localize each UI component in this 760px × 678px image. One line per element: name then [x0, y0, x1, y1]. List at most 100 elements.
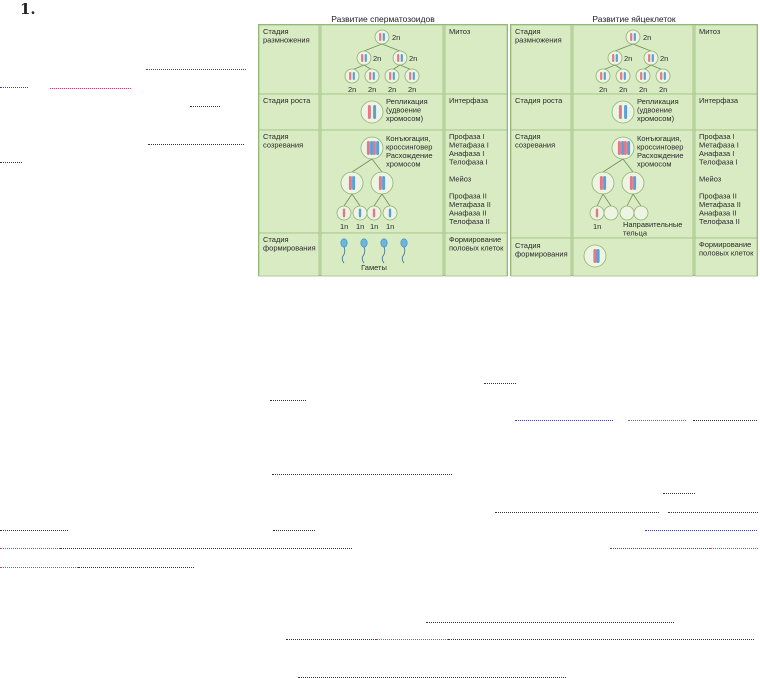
egg-mitosis-cell	[595, 68, 611, 84]
sperm-sperm-head	[360, 238, 368, 248]
egg-ploidy-label: 2n	[619, 85, 627, 94]
egg-egg-chrom	[593, 249, 597, 263]
underline-mark	[495, 510, 659, 513]
underline-mark	[190, 104, 220, 107]
egg-process-cell	[694, 129, 758, 239]
egg-meiosis2-chrom-red	[599, 176, 603, 190]
egg-stage-name: Стадия	[515, 27, 541, 36]
sperm-mitosis-chrom-blue	[352, 72, 355, 80]
sperm-stage-process: Метафаза I	[449, 141, 489, 150]
egg-mitosis-chrom-red	[600, 72, 603, 80]
underline-mark	[0, 528, 68, 531]
egg-stage-process: Формирование	[699, 240, 751, 249]
egg-stage-process: Мейоз	[699, 175, 722, 184]
egg-process-cell	[694, 237, 758, 277]
underline-mark	[146, 67, 246, 70]
sperm-ploidy-label: 2n	[348, 85, 356, 94]
egg-ploidy-label: 2n	[660, 54, 668, 63]
sperm-stage-process: Телофаза I	[449, 158, 488, 167]
underline-mark	[515, 418, 613, 421]
sperm-haploid-chrom	[358, 208, 362, 218]
sperm-ploidy-label: 1n	[356, 222, 364, 231]
sperm-mitosis-cell	[344, 68, 360, 84]
sperm-haploid-chrom	[342, 208, 346, 218]
egg-polar-label: Направительные	[623, 220, 682, 229]
egg-stage-process: Метафаза I	[699, 141, 739, 150]
egg-germ-chrom-red	[630, 33, 633, 41]
egg-mitosis-chrom-blue	[651, 54, 654, 62]
egg-haploid-cell	[619, 205, 635, 221]
egg-meiosis-chrom2-blue	[627, 141, 631, 155]
sperm-stage-cell	[258, 129, 320, 234]
egg-stage-process: половых клеток	[699, 249, 754, 258]
egg-mitosis-cell	[615, 68, 631, 84]
egg-haploid-cell	[603, 205, 619, 221]
sperm-replication-label: хромосом)	[386, 114, 424, 123]
egg-mitosis-chrom-red	[620, 72, 623, 80]
egg-mitosis-chrom-blue	[663, 72, 666, 80]
egg-branch	[622, 158, 634, 173]
sperm-mitosis-cell	[384, 68, 400, 84]
egg-haploid-chrom	[595, 208, 599, 218]
egg-process-cell	[694, 93, 758, 131]
sperm-process-cell	[444, 129, 508, 234]
underline-mark	[610, 546, 710, 549]
egg-mitosis-chrom-blue	[623, 72, 626, 80]
egg-polar-label: тельца	[623, 229, 648, 238]
sperm-stage-process: Профаза I	[449, 132, 485, 141]
egg-stage-process: Интерфаза	[699, 96, 739, 105]
sperm-stage-process: Интерфаза	[449, 96, 489, 105]
egg-mitosis-chrom-red	[640, 72, 643, 80]
sperm-title: Развитие сперматозоидов	[331, 14, 435, 24]
sperm-stage-name: Стадия	[263, 27, 289, 36]
sperm-branch	[371, 158, 383, 173]
sperm-branch	[351, 158, 373, 173]
sperm-growth-chrom-red	[367, 105, 371, 119]
sperm-mitosis-chrom-blue	[412, 72, 415, 80]
sperm-mitosis-cell	[392, 50, 408, 66]
underline-mark	[78, 565, 194, 568]
egg-stage-process: Митоз	[699, 27, 721, 36]
sperm-meiosis2-cell	[340, 171, 364, 195]
underline-mark	[0, 565, 78, 568]
sperm-ploidy-label: 2n	[409, 54, 417, 63]
sperm-sperm-tail	[381, 246, 386, 264]
egg-branch	[614, 43, 634, 52]
underline-mark	[710, 546, 758, 549]
sperm-stage-name: Стадия	[263, 235, 289, 244]
egg-mitosis-chrom-red	[612, 54, 615, 62]
egg-stage-process: Анафаза I	[699, 149, 734, 158]
sperm-replication-label: (удвоение	[386, 106, 421, 115]
sperm-mitosis-chrom-red	[361, 54, 364, 62]
sperm-meiosis2-cell	[370, 171, 394, 195]
egg-stage-name: размножения	[515, 36, 562, 45]
sperm-gametes-label: Гаметы	[361, 263, 387, 272]
sperm-conjugation-label: Конъюгация,	[386, 134, 430, 143]
sperm-mitosis-chrom-blue	[392, 72, 395, 80]
egg-stage-name: Стадия	[515, 241, 541, 250]
underline-mark	[273, 528, 315, 531]
sperm-mitosis-cell	[364, 68, 380, 84]
egg-growth-chrom-blue	[624, 105, 628, 119]
egg-meiosis2-chrom-blue	[603, 176, 607, 190]
sperm-germ-chrom-red	[379, 33, 382, 41]
sperm-conjugation-label: Расхождение	[386, 151, 433, 160]
sperm-stage-name: Стадия	[263, 132, 289, 141]
egg-mitosis-cell	[607, 50, 623, 66]
sperm-branch	[373, 193, 383, 207]
sperm-mitosis-chrom-red	[409, 72, 412, 80]
sperm-branch	[363, 43, 383, 52]
egg-meiosis-chrom-blue	[621, 141, 625, 155]
sperm-ploidy-label: 2n	[408, 85, 416, 94]
underline-mark	[60, 546, 352, 549]
sperm-mitosis-cell	[404, 68, 420, 84]
egg-replication-label: Репликация	[637, 97, 679, 106]
sperm-mitosis-cell	[356, 50, 372, 66]
egg-mitosis-cell	[655, 68, 671, 84]
egg-mitosis-cell	[635, 68, 651, 84]
egg-meiosis-chrom2-red	[623, 141, 627, 155]
sperm-branch	[381, 193, 391, 207]
sperm-growth-cell	[360, 100, 384, 124]
sperm-stage-name: размножения	[263, 36, 310, 45]
